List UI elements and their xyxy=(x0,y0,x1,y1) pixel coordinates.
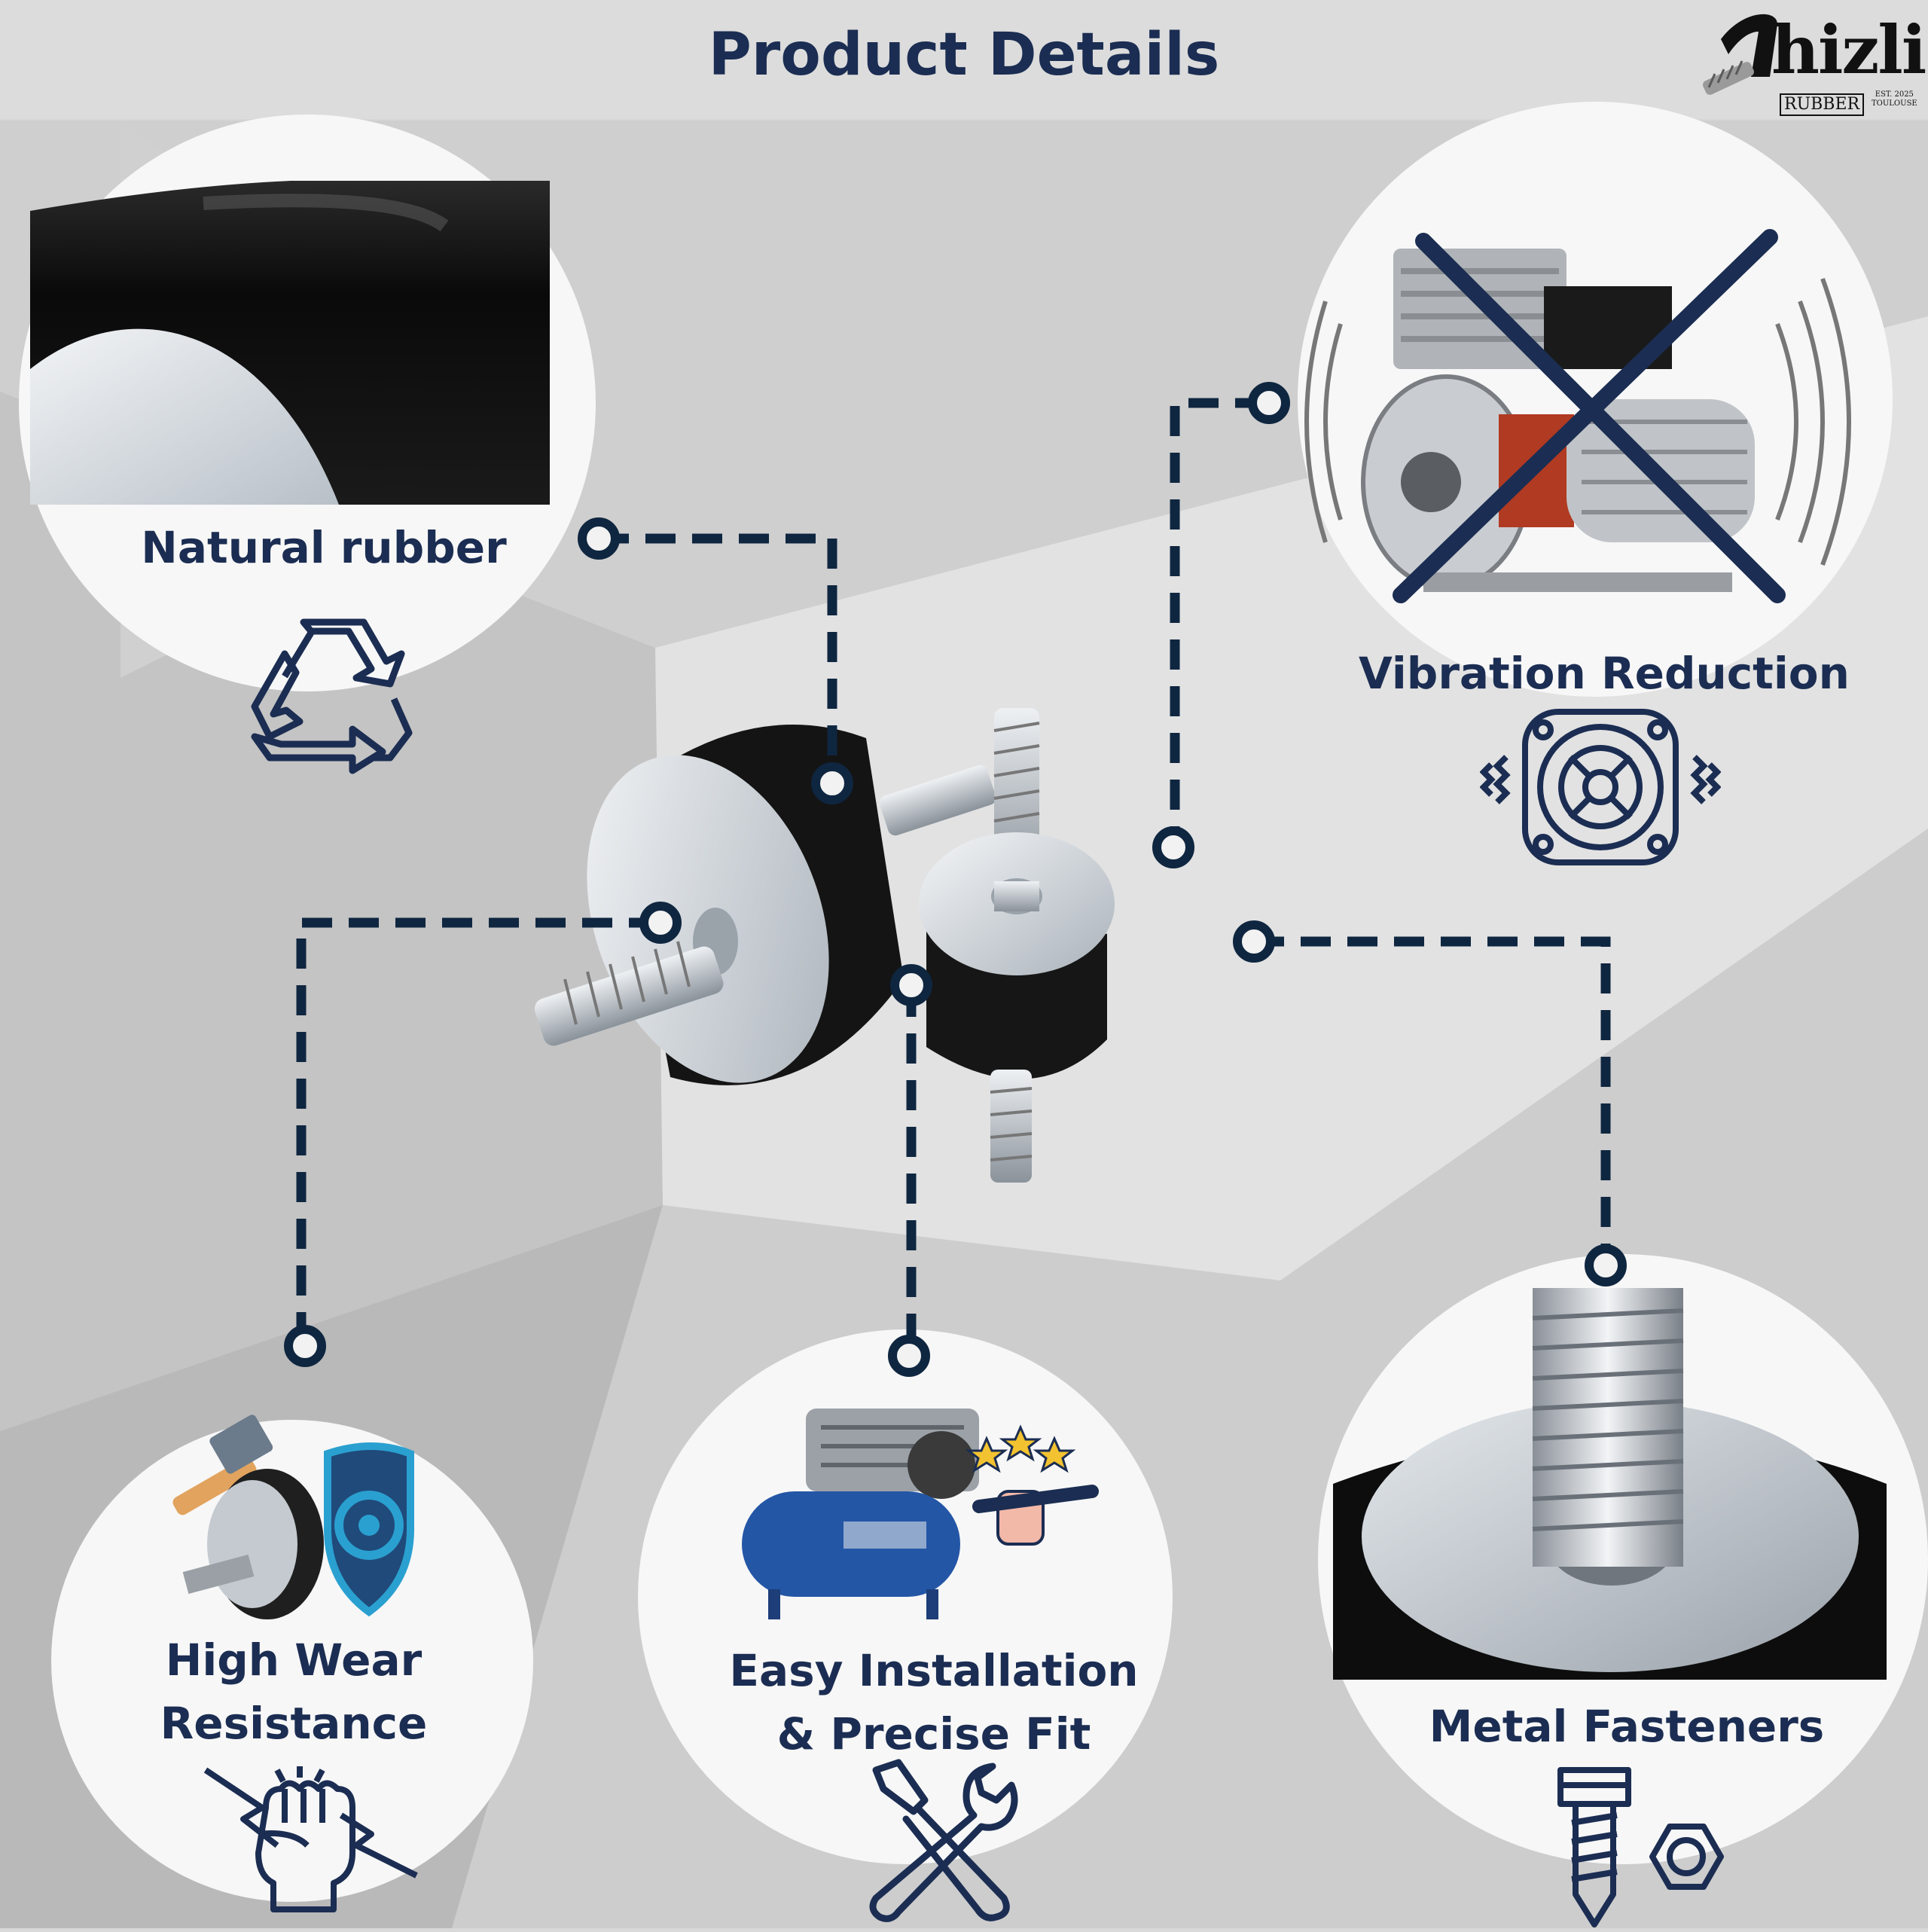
connector-dot xyxy=(1585,1244,1627,1286)
air-compressor-image xyxy=(742,1409,1099,1619)
bolt-logo-icon xyxy=(1703,14,1777,95)
bolt-nut-icon xyxy=(1557,1767,1724,1927)
rubber-mounts-product-image xyxy=(534,708,1115,1183)
vibration-fan-icon xyxy=(1480,709,1721,865)
connector-wear xyxy=(296,917,659,1344)
connector-dot xyxy=(890,964,932,1006)
fastener-closeup-image xyxy=(1333,1288,1887,1680)
header-bar xyxy=(0,0,1928,119)
logo-subtitle: RUBBER xyxy=(1780,93,1865,116)
recycle-icon xyxy=(251,618,413,774)
page-title: Product Details xyxy=(708,21,1220,89)
connector-dot xyxy=(1152,826,1194,868)
logo-established: EST. 2025 TOULOUSE xyxy=(1872,90,1917,108)
brand-logo: hizli RUBBER EST. 2025 TOULOUSE xyxy=(1698,6,1926,119)
installation-line2: & Precise Fit xyxy=(776,1708,1091,1760)
connector-dot xyxy=(888,1335,930,1377)
logo-wordmark: hizli xyxy=(1771,11,1926,89)
connector-dot xyxy=(639,902,682,944)
vibration-reduction-label: Vibration Reduction xyxy=(1359,648,1850,699)
connector-dot xyxy=(284,1325,326,1367)
connector-natural-rubber xyxy=(599,533,837,783)
connector-fasteners xyxy=(1254,936,1611,1265)
wrench-screwdriver-icon xyxy=(869,1759,1018,1922)
installation-label: Easy Installation & Precise Fit xyxy=(678,1639,1190,1766)
wear-resistance-label: High Wear Resistance xyxy=(113,1628,474,1755)
connector-dot xyxy=(578,517,620,560)
connector-dot xyxy=(1248,382,1290,424)
installation-line1: Easy Installation xyxy=(729,1645,1139,1696)
logo-est-year: EST. 2025 xyxy=(1875,90,1914,99)
wear-resistance-line1: High Wear xyxy=(165,1634,423,1686)
wear-resistance-line2: Resistance xyxy=(160,1698,428,1749)
metal-fasteners-label: Metal Fasteners xyxy=(1429,1701,1825,1752)
fist-lightning-icon xyxy=(203,1766,418,1912)
rubber-closeup-image xyxy=(30,181,550,505)
connector-dot xyxy=(811,762,853,804)
wear-resistance-image xyxy=(172,1415,414,1619)
connector-vibration xyxy=(1170,398,1265,847)
motor-image xyxy=(1304,229,1851,603)
natural-rubber-label: Natural rubber xyxy=(141,522,507,573)
connector-dot xyxy=(1233,920,1275,963)
logo-est-city: TOULOUSE xyxy=(1872,99,1917,108)
